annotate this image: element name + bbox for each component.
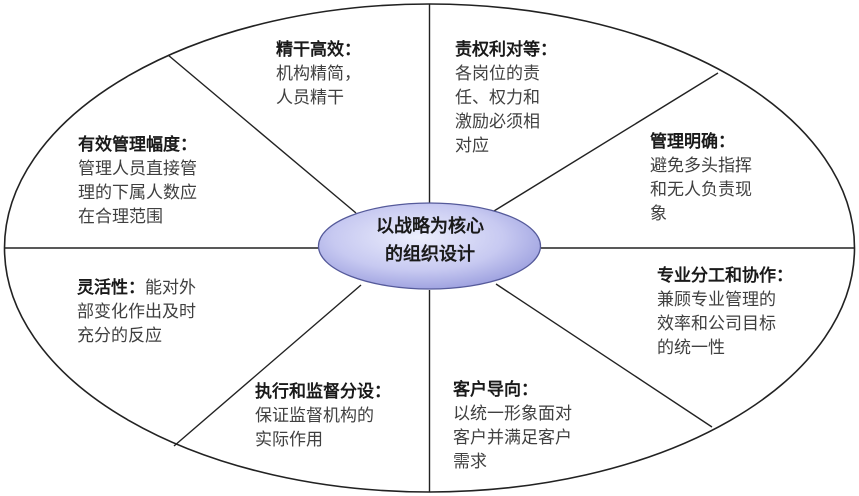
segment-line: 的统一性 bbox=[657, 338, 725, 358]
segment-lean-efficient: 精干高效： 机构精简， 人员精干 bbox=[276, 38, 361, 110]
divider-upper-left bbox=[167, 54, 357, 214]
segment-customer-oriented: 客户导向： 以统一形象面对 客户并满足客户 需求 bbox=[453, 378, 572, 474]
segment-line: 部变化作出及时 bbox=[77, 302, 196, 322]
segment-title: 客户导向： bbox=[453, 380, 538, 400]
divider-upper-right bbox=[493, 72, 719, 212]
segment-line: 实际作用 bbox=[255, 430, 323, 450]
segment-execution-supervision: 执行和监督分设： 保证监督机构的 实际作用 bbox=[255, 380, 391, 452]
segment-line: 保证监督机构的 bbox=[255, 406, 374, 426]
segment-title: 管理明确： bbox=[650, 132, 735, 152]
segment-line: 象 bbox=[650, 204, 667, 224]
segment-title: 执行和监督分设： bbox=[255, 382, 391, 402]
segment-span-of-control: 有效管理幅度： 管理人员直接管 理的下属人数应 在合理范围 bbox=[78, 133, 197, 229]
divider-lower-right bbox=[495, 283, 713, 428]
segment-title: 灵活性： bbox=[77, 278, 145, 298]
segment-title: 有效管理幅度： bbox=[78, 135, 197, 155]
segment-line: 理的下属人数应 bbox=[78, 183, 197, 203]
segment-line: 在合理范围 bbox=[78, 207, 163, 227]
segment-specialization-cooperation: 专业分工和协作： 兼顾专业管理的 效率和公司目标 的统一性 bbox=[657, 264, 793, 360]
segment-responsibility-balance: 责权利对等： 各岗位的责 任、权力和 激励必须相 对应 bbox=[455, 38, 557, 158]
segment-line: 需求 bbox=[453, 452, 487, 472]
segment-line: 管理人员直接管 bbox=[78, 159, 197, 179]
segment-title: 精干高效： bbox=[276, 40, 361, 60]
center-label: 以战略为核心 的组织设计 bbox=[330, 213, 530, 269]
segment-line: 人员精干 bbox=[276, 88, 344, 108]
segment-title: 专业分工和协作： bbox=[657, 266, 793, 286]
divider-lower-left bbox=[173, 284, 362, 447]
segment-line: 以统一形象面对 bbox=[453, 404, 572, 424]
segment-line: 能对外 bbox=[145, 278, 196, 298]
segment-line: 对应 bbox=[455, 136, 489, 156]
segment-line: 效率和公司目标 bbox=[657, 314, 776, 334]
segment-line: 兼顾专业管理的 bbox=[657, 290, 776, 310]
segment-line: 任、权力和 bbox=[455, 88, 540, 108]
segment-line: 和无人负责现 bbox=[650, 180, 752, 200]
center-ellipse bbox=[317, 202, 542, 290]
segment-line: 激励必须相 bbox=[455, 112, 540, 132]
segment-line: 充分的反应 bbox=[77, 326, 162, 346]
segment-line: 各岗位的责 bbox=[455, 64, 540, 84]
segment-line: 避免多头指挥 bbox=[650, 156, 752, 176]
segment-clear-management: 管理明确： 避免多头指挥 和无人负责现 象 bbox=[650, 130, 752, 226]
segment-line: 机构精简， bbox=[276, 64, 361, 84]
center-label-line1: 以战略为核心 bbox=[376, 216, 484, 237]
segment-title: 责权利对等： bbox=[455, 40, 557, 60]
segment-line: 客户并满足客户 bbox=[453, 428, 572, 448]
center-label-line2: 的组织设计 bbox=[385, 244, 475, 265]
segment-flexibility: 灵活性：能对外 部变化作出及时 充分的反应 bbox=[77, 276, 196, 348]
